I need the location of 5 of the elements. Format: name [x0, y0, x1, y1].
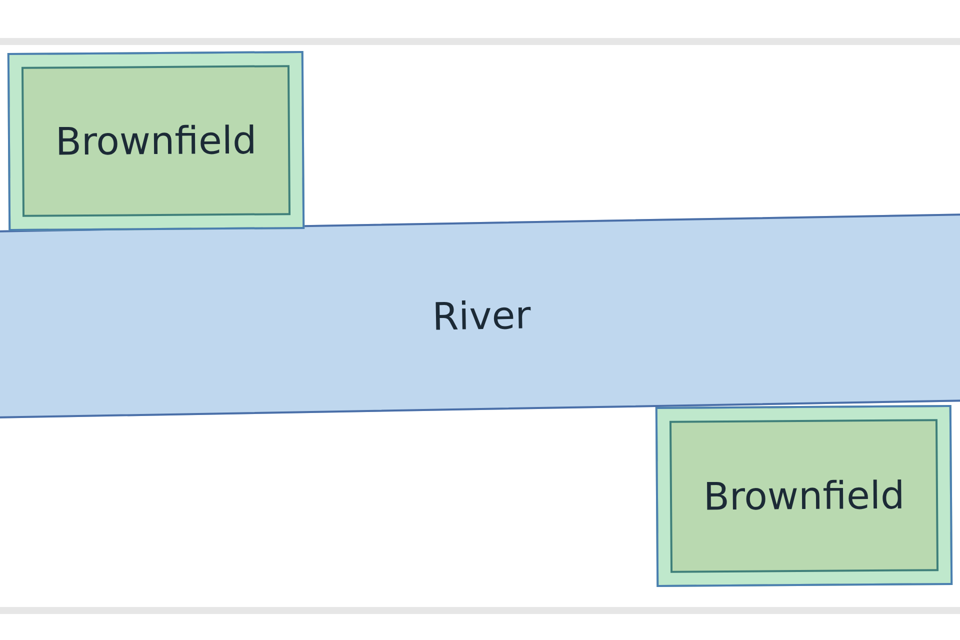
- brownfield-box: [7, 50, 305, 232]
- brownfield-label: Brownfield: [55, 118, 257, 164]
- brownfield-box: [655, 404, 953, 588]
- brownfield-label: Brownfield: [703, 473, 905, 519]
- river-label: River: [432, 293, 532, 339]
